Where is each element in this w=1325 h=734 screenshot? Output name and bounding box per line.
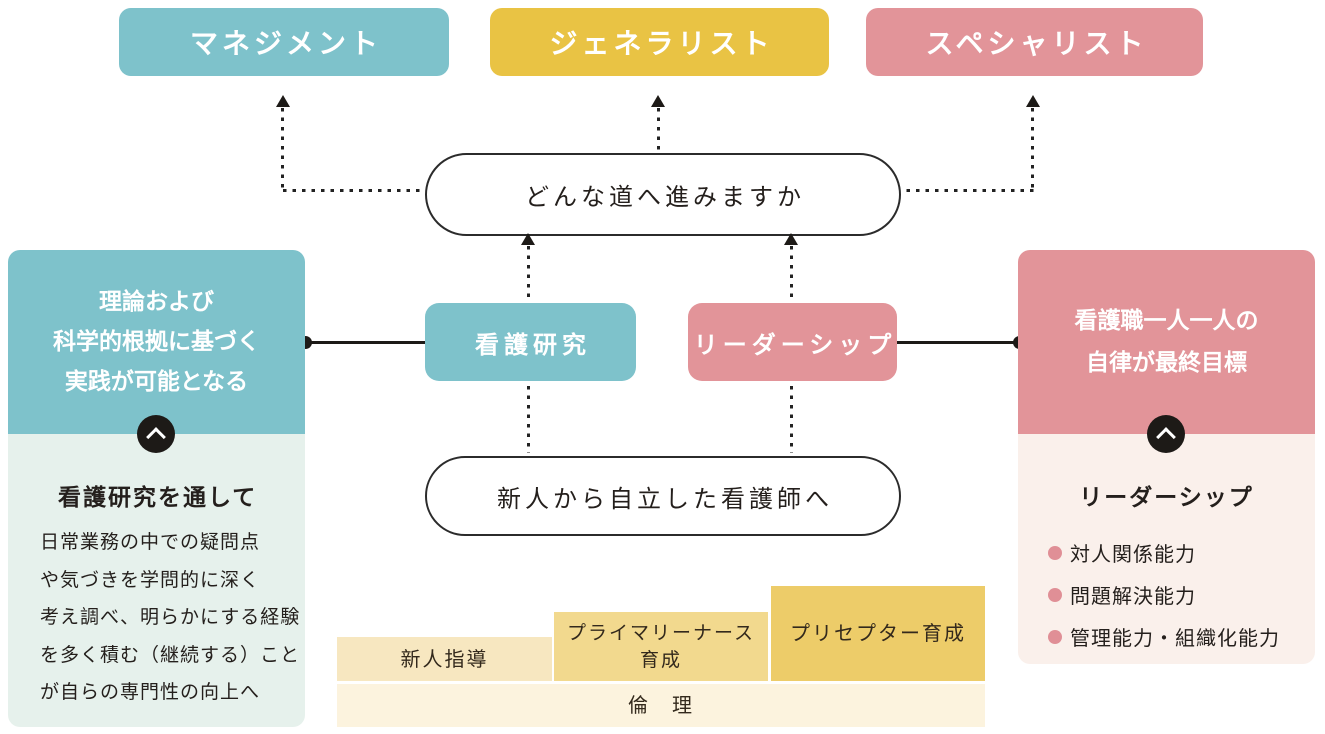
left-header-box: 理論および 科学的根拠に基づく 実践が可能となる <box>8 250 305 434</box>
right-header-line: 自律が最終目標 <box>1086 350 1247 376</box>
skill-box-nursing-research: 看護研究 <box>425 303 636 381</box>
question-pill: どんな道へ進みますか <box>425 153 901 236</box>
bullet-item: 問題解決能力 <box>1048 580 1315 609</box>
right-header-box: 看護職一人一人の 自律が最終目標 <box>1018 250 1315 434</box>
path-box-generalist-label: ジェネラリスト <box>549 27 774 60</box>
skill-box-nursing-research-label: 看護研究 <box>475 330 591 359</box>
left-panel-body: 日常業務の中での疑問点 や気づきを学問的に深く 考え調べ、明らかにする経験 を多… <box>40 524 305 712</box>
path-box-management-label: マネジメント <box>189 27 382 60</box>
path-box-specialist: スペシャリスト <box>866 8 1203 76</box>
arrow-up-icon <box>784 233 798 245</box>
solid-connector-right <box>897 341 1019 344</box>
left-header-line: 理論および <box>99 289 214 315</box>
right-panel: リーダーシップ 対人関係能力 問題解決能力 管理能力・組織化能力 <box>1018 434 1315 664</box>
path-box-management: マネジメント <box>119 8 449 76</box>
dotted-connector-left-horizontal <box>283 189 425 192</box>
chevron-up-badge <box>137 415 175 453</box>
chevron-up-badge <box>1147 415 1185 453</box>
bullet-label: 問題解決能力 <box>1070 584 1196 608</box>
foundation-step-2: プライマリーナース 育成 <box>554 612 768 681</box>
foundation-step-3: プリセプター育成 <box>771 586 985 681</box>
dotted-connector-right-vertical <box>1031 108 1034 191</box>
left-header-line: 実践が可能となる <box>64 369 249 395</box>
arrow-up-icon <box>276 95 290 107</box>
bullet-label: 管理能力・組織化能力 <box>1070 626 1280 650</box>
arrow-up-icon <box>521 233 535 245</box>
right-panel-bullets: 対人関係能力 問題解決能力 管理能力・組織化能力 <box>1048 538 1315 651</box>
dotted-connector-research-down <box>527 386 530 453</box>
left-panel-body-line: 日常業務の中での疑問点 <box>40 531 261 553</box>
question-pill-label: どんな道へ進みますか <box>525 183 805 211</box>
foundation-base-label: 倫 理 <box>628 693 694 717</box>
arrow-up-icon <box>651 95 665 107</box>
right-header-line: 看護職一人一人の <box>1074 308 1259 334</box>
bullet-dot-icon <box>1048 587 1062 602</box>
skill-box-leadership: リーダーシップ <box>688 303 897 381</box>
left-panel-body-line: を多く積む（継続する）こと <box>40 643 301 666</box>
arrow-up-icon <box>1026 95 1040 107</box>
left-header-line: 科学的根拠に基づく <box>53 329 260 355</box>
base-pill: 新人から自立した看護師へ <box>425 456 901 536</box>
left-panel-body-line: や気づきを学問的に深く <box>40 568 261 591</box>
foundation-step-2-line: プライマリーナース <box>566 621 756 644</box>
chevron-up-icon <box>146 426 166 447</box>
bullet-item: 対人関係能力 <box>1048 538 1315 567</box>
left-panel: 看護研究を通して 日常業務の中での疑問点 や気づきを学問的に深く 考え調べ、明ら… <box>8 434 305 727</box>
foundation-step-3-label: プリセプター育成 <box>790 621 966 645</box>
dotted-connector-center-vertical <box>657 108 660 154</box>
bullet-dot-icon <box>1048 545 1062 560</box>
left-panel-body-line: 考え調べ、明らかにする経験 <box>40 606 301 628</box>
foundation-step-1-label: 新人指導 <box>400 646 489 671</box>
chevron-up-icon <box>1156 426 1176 447</box>
base-pill-label: 新人から自立した看護師へ <box>497 484 833 513</box>
left-panel-body-line: が自らの専門性の向上へ <box>40 681 261 703</box>
dotted-connector-leadership-up <box>790 246 793 303</box>
bullet-item: 管理能力・組織化能力 <box>1048 622 1315 651</box>
foundation-step-2-line: 育成 <box>639 648 682 671</box>
path-box-specialist-label: スペシャリスト <box>925 27 1148 60</box>
dotted-connector-right-horizontal <box>897 189 1034 192</box>
bullet-dot-icon <box>1048 629 1062 644</box>
path-box-generalist: ジェネラリスト <box>490 8 829 76</box>
right-panel-title: リーダーシップ <box>1079 485 1254 511</box>
left-panel-title: 看護研究を通して <box>58 485 258 511</box>
foundation-base-bar: 倫 理 <box>337 684 985 727</box>
dotted-connector-leadership-down <box>790 386 793 453</box>
solid-connector-left <box>306 341 425 344</box>
dotted-connector-research-up <box>527 246 530 303</box>
skill-box-leadership-label: リーダーシップ <box>693 330 897 359</box>
bullet-label: 対人関係能力 <box>1070 542 1196 566</box>
dotted-connector-left-vertical <box>281 108 284 191</box>
foundation-step-1: 新人指導 <box>337 637 552 681</box>
